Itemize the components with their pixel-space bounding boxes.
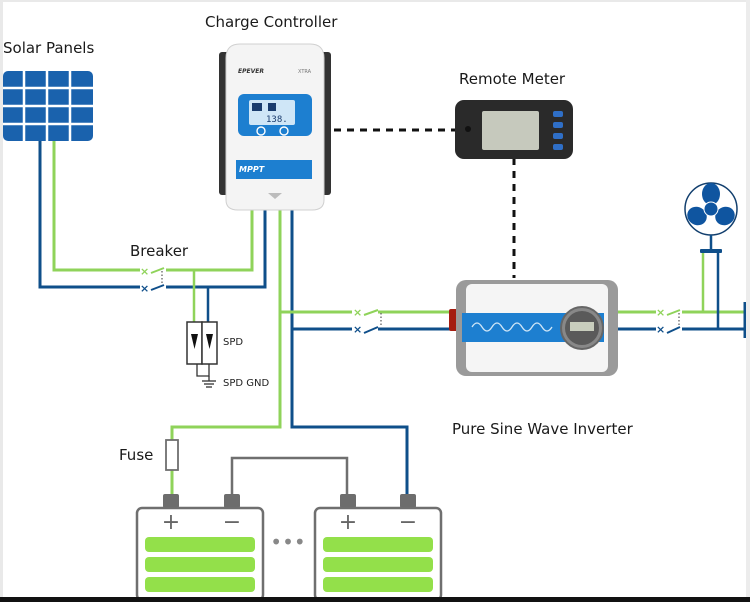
label-remote-meter: Remote Meter	[459, 70, 566, 88]
label-spd: SPD	[223, 337, 244, 348]
battery-2-negative: −	[399, 510, 417, 535]
battery-2-positive: +	[339, 510, 357, 535]
fuse-icon	[165, 439, 179, 471]
svg-text:×: ×	[140, 265, 149, 278]
svg-text:×: ×	[140, 282, 149, 295]
battery-1-icon	[135, 494, 265, 602]
frame-border-right	[746, 0, 750, 602]
svg-text:×: ×	[353, 323, 362, 336]
battery-1-positive: +	[162, 510, 180, 535]
svg-text:EPEVER: EPEVER	[238, 68, 264, 75]
label-spd-gnd: SPD GND	[223, 378, 270, 389]
inverter-icon	[449, 280, 618, 376]
inverter-breaker-icon: × ×	[352, 306, 382, 336]
series-wire	[230, 456, 349, 496]
frame-border-left	[0, 0, 3, 602]
frame-border-bottom	[0, 597, 750, 602]
spd-icon	[186, 321, 218, 388]
charge-controller-icon: EPEVER XTRA	[219, 43, 331, 211]
label-charge-controller: Charge Controller	[205, 13, 338, 31]
pv-breaker-icon: × ×	[140, 265, 166, 295]
remote-meter-icon	[455, 100, 573, 159]
load-breaker-icon: × ×	[656, 306, 682, 336]
battery-1-negative: −	[223, 510, 241, 535]
battery-negative-wire	[290, 205, 409, 496]
controller-badge: MPPT	[239, 165, 265, 174]
controller-display-value: 138.	[266, 115, 288, 125]
svg-text:XTRA: XTRA	[298, 69, 312, 75]
svg-text:×: ×	[353, 306, 362, 319]
label-fuse: Fuse	[119, 446, 154, 464]
battery-2-icon	[313, 494, 443, 602]
battery-ellipsis: •••	[270, 530, 305, 554]
label-breaker: Breaker	[130, 242, 189, 260]
solar-panel-icon	[3, 71, 93, 141]
label-inverter: Pure Sine Wave Inverter	[452, 420, 633, 438]
svg-text:×: ×	[656, 306, 665, 319]
label-solar-panels: Solar Panels	[3, 39, 95, 57]
svg-text:×: ×	[656, 323, 665, 336]
frame-border-top	[0, 0, 750, 2]
fan-icon	[684, 182, 738, 253]
